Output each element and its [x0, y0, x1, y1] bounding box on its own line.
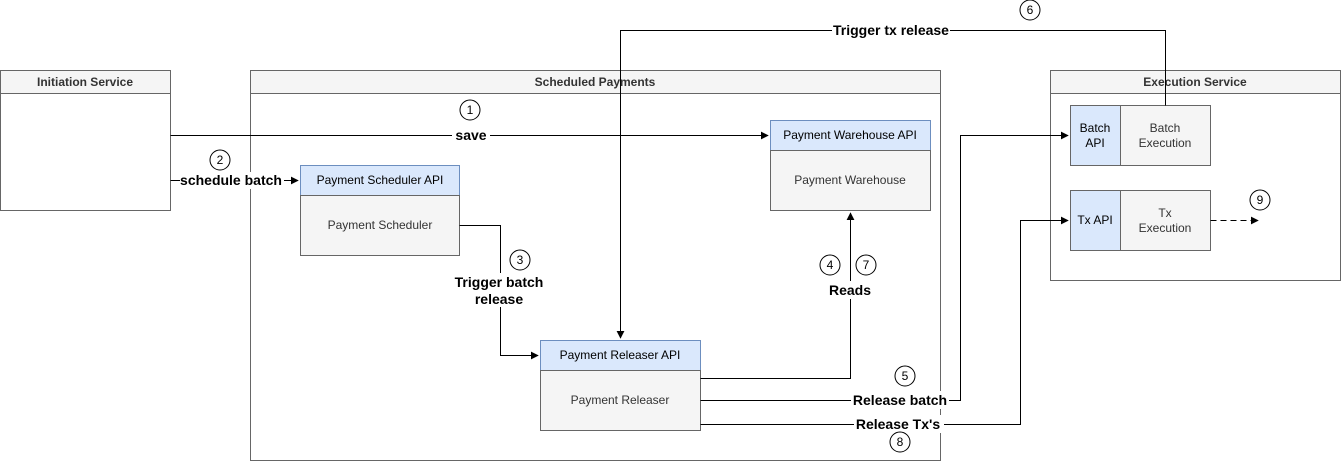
step-2-number: 2	[217, 153, 224, 167]
execution-service-title: Execution Service	[1143, 75, 1247, 89]
step-9-number: 9	[1257, 193, 1264, 207]
scheduled-payments-title: Scheduled Payments	[535, 75, 656, 89]
payment-scheduler-label: Payment Scheduler	[328, 218, 433, 232]
payment-warehouse-label: Payment Warehouse	[794, 173, 906, 187]
payment-scheduler-api-label: Payment Scheduler API	[317, 173, 444, 187]
edge-label-release-batch: Release batch	[851, 391, 949, 409]
batch-api-label-line2: API	[1085, 136, 1104, 150]
tx-execution-node[interactable]: Tx API Tx Execution	[1070, 190, 1211, 251]
payment-releaser-node[interactable]: Payment Releaser API Payment Releaser	[540, 340, 701, 431]
step-marker-3: 3	[509, 249, 531, 271]
edge-label-trigger-batch-release: Trigger batch release	[452, 273, 548, 307]
trigger-tx-release-label: Trigger tx release	[833, 22, 949, 38]
step-marker-5: 5	[894, 365, 916, 387]
step-5-number: 5	[902, 369, 909, 383]
edge-release-batch[interactable]	[700, 131, 1069, 401]
step-marker-7: 7	[855, 254, 877, 276]
step-7-number: 7	[863, 258, 870, 272]
step-marker-6: 6	[1019, 0, 1041, 21]
schedule-batch-label: schedule batch	[180, 172, 282, 188]
edge-label-release-txs: Release Tx's	[854, 415, 944, 433]
step-marker-1: 1	[459, 99, 481, 121]
step-marker-8: 8	[889, 431, 911, 453]
batch-api-label-line1: Batch	[1080, 121, 1111, 135]
initiation-service-container[interactable]: Initiation Service	[0, 70, 171, 211]
release-txs-label: Release Tx's	[856, 416, 940, 432]
edge-label-trigger-tx-release: Trigger tx release	[832, 21, 950, 39]
step-1-number: 1	[467, 103, 474, 117]
step-6-number: 6	[1027, 3, 1034, 17]
edge-reads[interactable]	[700, 212, 855, 379]
trigger-batch-release-label-line1: Trigger batch	[455, 274, 544, 290]
payment-releaser-api-label: Payment Releaser API	[560, 348, 681, 362]
save-label: save	[455, 127, 486, 143]
step-4-number: 4	[827, 258, 834, 272]
batch-execution-node[interactable]: Batch API Batch Execution	[1070, 105, 1211, 166]
payment-warehouse-api-label: Payment Warehouse API	[783, 128, 917, 142]
edge-label-reads: Reads	[826, 281, 874, 299]
edge-label-save: save	[452, 127, 490, 144]
initiation-service-title: Initiation Service	[37, 75, 133, 89]
step-marker-4: 4	[819, 254, 841, 276]
reads-label: Reads	[829, 282, 871, 298]
payment-scheduler-node[interactable]: Payment Scheduler API Payment Scheduler	[300, 165, 460, 256]
trigger-batch-release-label-line2: release	[475, 291, 523, 307]
batch-execution-label-line2: Execution	[1139, 136, 1192, 150]
tx-execution-label-line1: Tx	[1158, 206, 1171, 220]
release-batch-label: Release batch	[853, 392, 947, 408]
edge-label-schedule-batch: schedule batch	[180, 172, 284, 189]
step-marker-2: 2	[209, 149, 231, 171]
step-3-number: 3	[517, 253, 524, 267]
payment-releaser-label: Payment Releaser	[571, 393, 670, 407]
tx-api-label: Tx API	[1077, 213, 1112, 227]
batch-execution-label-line1: Batch	[1150, 121, 1181, 135]
step-marker-9: 9	[1249, 189, 1271, 211]
payment-warehouse-node[interactable]: Payment Warehouse API Payment Warehouse	[770, 120, 931, 211]
tx-execution-label-line2: Execution	[1139, 221, 1192, 235]
step-8-number: 8	[897, 435, 904, 449]
